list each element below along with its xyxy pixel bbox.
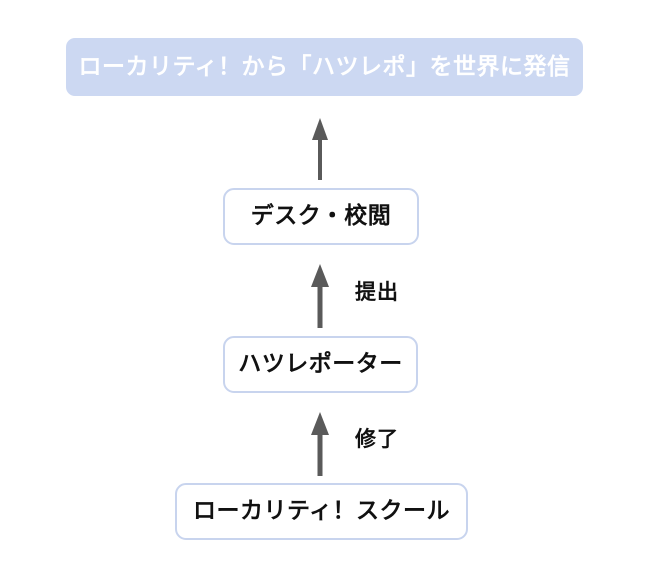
- node-desk-label: デスク・校閲: [250, 203, 392, 229]
- banner-headline: ローカリティ！から「ハツレポ」を世界に発信: [66, 38, 583, 96]
- node-reporter-label: ハツレポーター: [238, 351, 403, 377]
- banner-label: ローカリティ！から「ハツレポ」を世界に発信: [78, 53, 571, 80]
- node-reporter: ハツレポーター: [223, 336, 418, 393]
- node-school-label: ローカリティ！スクール: [192, 498, 451, 524]
- arrow-label-complete: 修了: [355, 427, 399, 451]
- arrow-up-icon: [300, 264, 340, 328]
- node-school: ローカリティ！スクール: [175, 483, 468, 540]
- arrow-label-submit: 提出: [355, 280, 399, 304]
- arrow-up-icon: [300, 412, 340, 476]
- node-desk: デスク・校閲: [223, 188, 419, 245]
- arrow-up-icon: [300, 118, 340, 180]
